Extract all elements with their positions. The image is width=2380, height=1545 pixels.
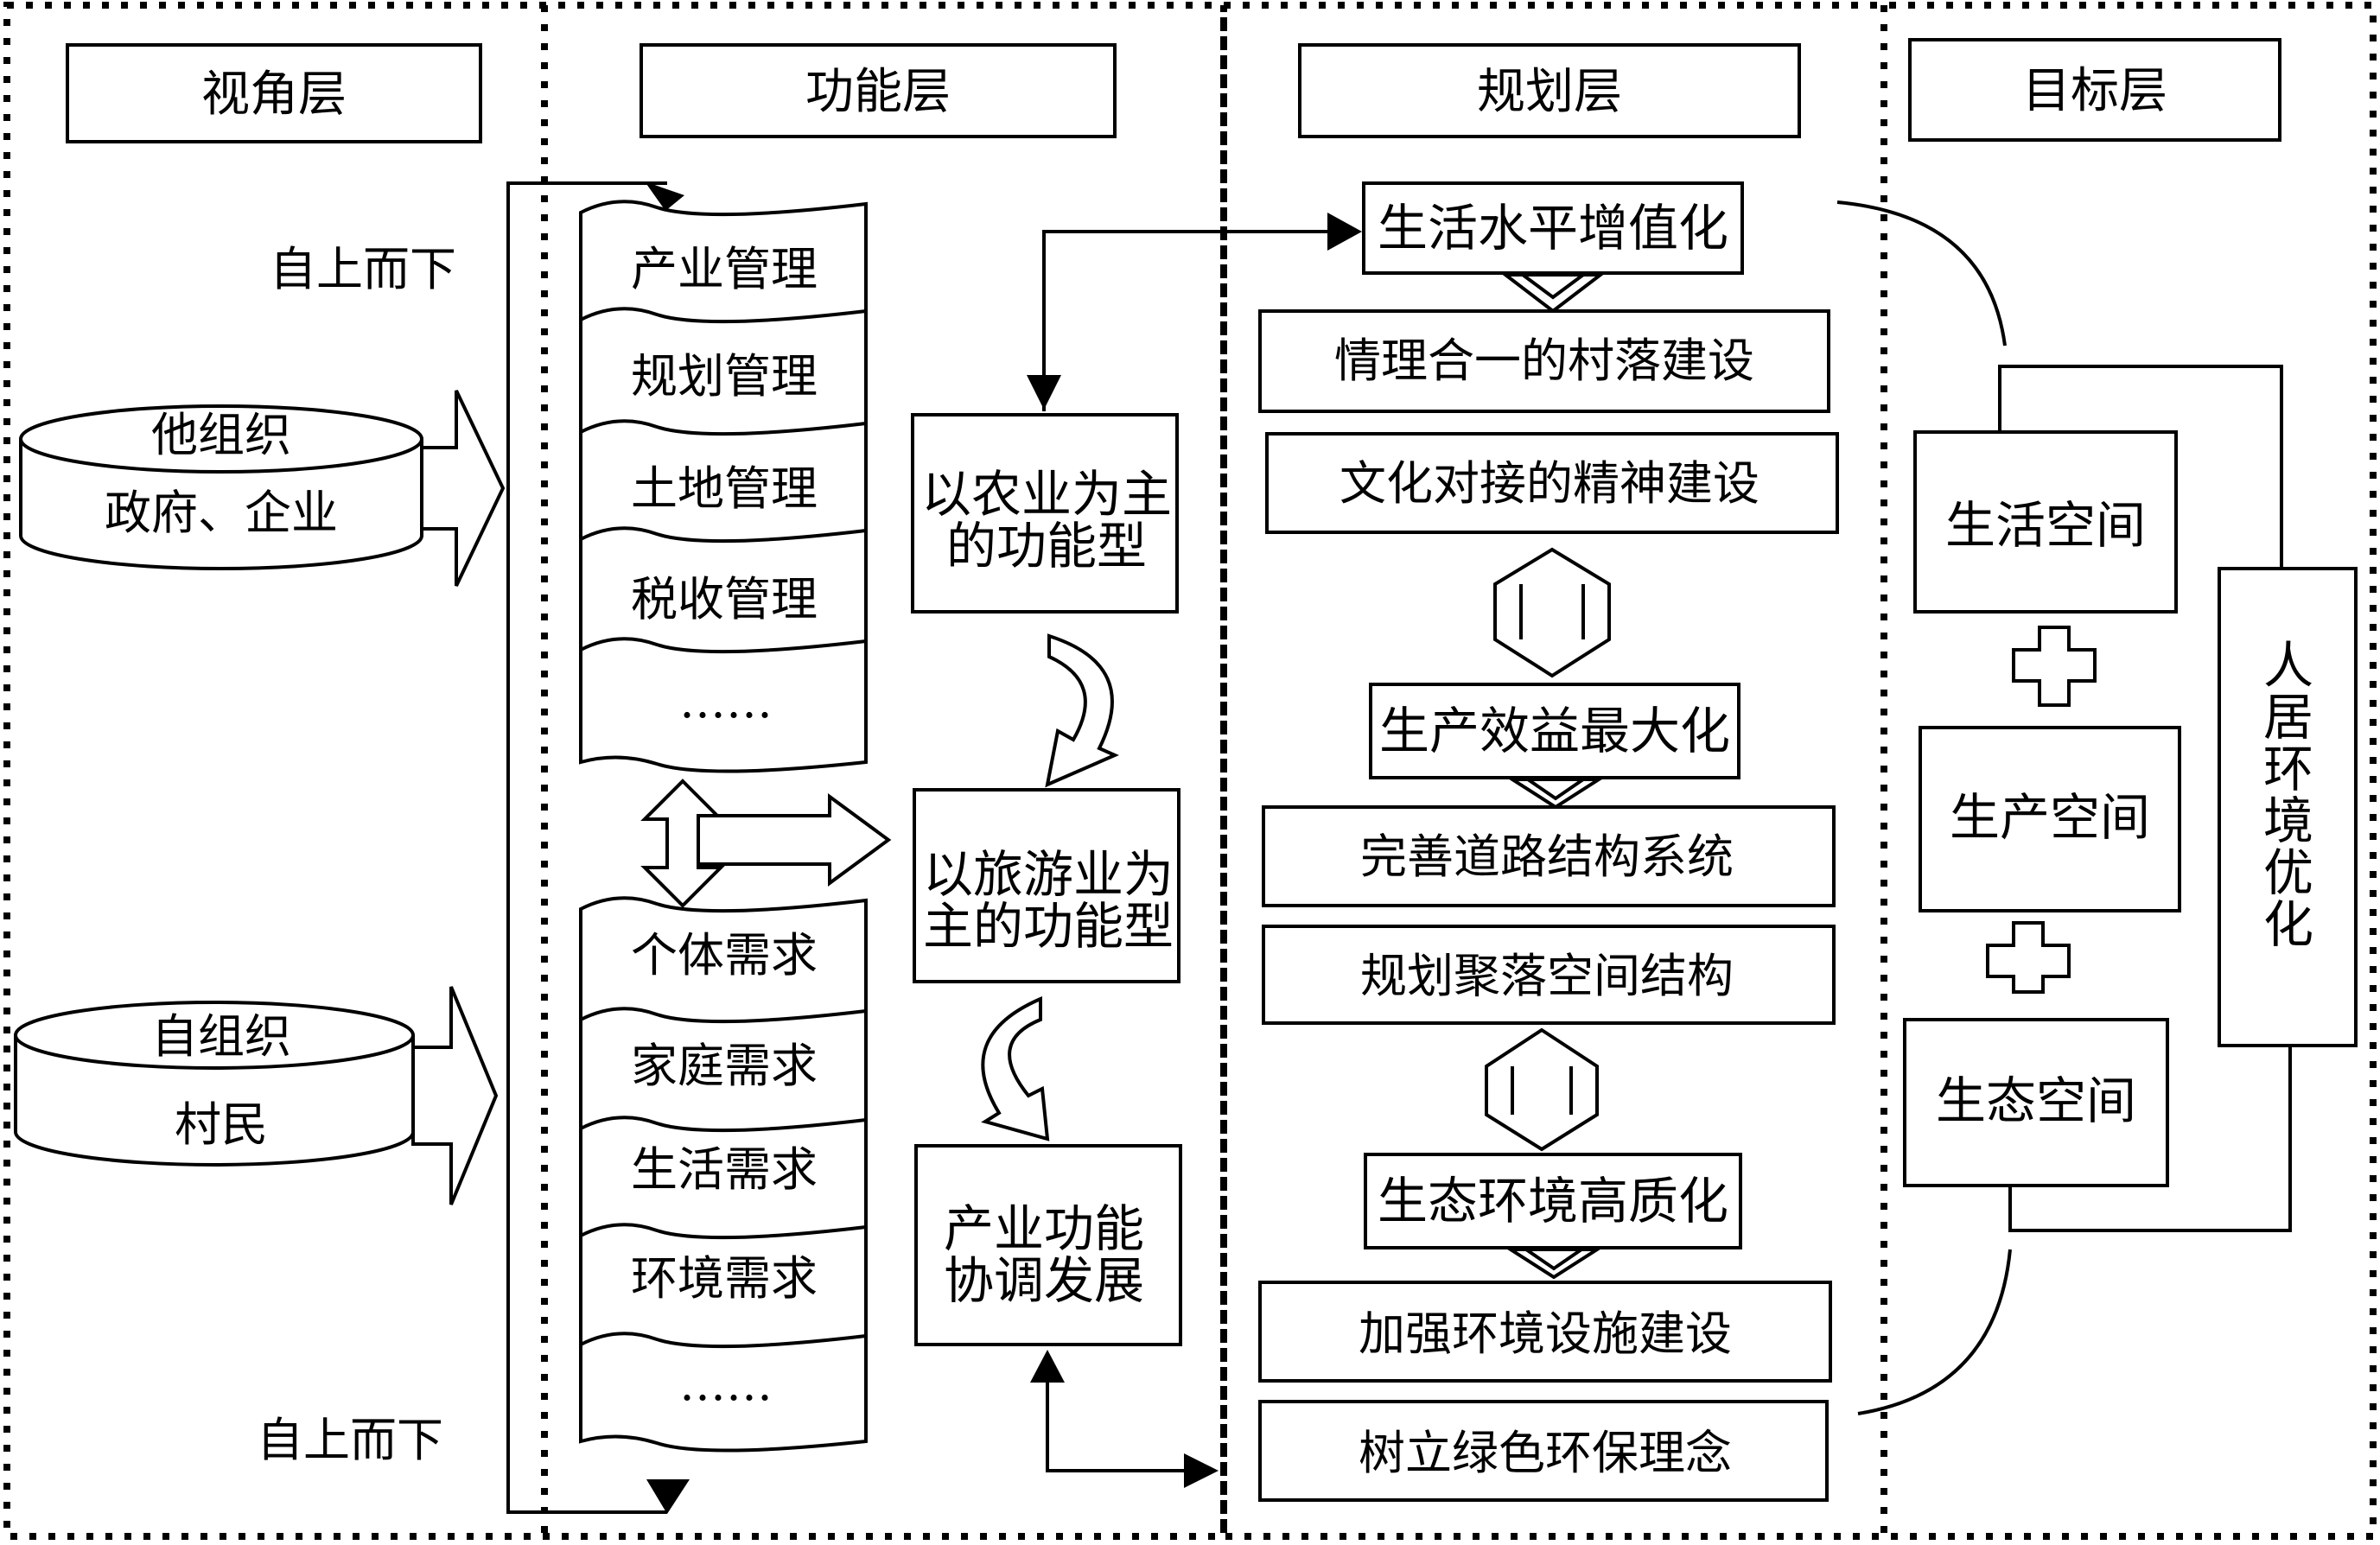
layer-header-planning: 规划层 (1298, 43, 1801, 138)
management-item: 产业管理 (631, 242, 818, 296)
curve-arrow-2 (981, 995, 1050, 1141)
planning-title-production: 生产效益最大化 (1379, 702, 1730, 760)
function-type-coordinated: 产业功能 协调发展 (914, 1144, 1182, 1346)
svg-text:主的功能型: 主的功能型 (923, 897, 1174, 956)
planning-item: 树立绿色环保理念 (1359, 1426, 1732, 1480)
svg-text:的功能型: 的功能型 (946, 517, 1147, 575)
lists-connector-arrows (640, 779, 892, 908)
svg-text:生活空间: 生活空间 (1945, 496, 2146, 555)
chevron-down-icon (1505, 1248, 1603, 1280)
function-planning-connectors (1027, 213, 1362, 1488)
planning-title-ecology: 生态环境高质化 (1378, 1172, 1728, 1230)
outcome-char: 人 (2263, 636, 2313, 695)
svg-text:生产空间: 生产空间 (1950, 788, 2150, 847)
self-org-members: 村民 (175, 1097, 268, 1152)
outcome-char: 优 (2263, 843, 2313, 902)
layer-title-function: 功能层 (805, 64, 951, 120)
management-list: 产业管理 规划管理 土地管理 税收管理 …… (579, 200, 868, 773)
management-item: 规划管理 (631, 349, 818, 404)
layer-borders (3, 2, 2377, 1540)
planning-item: 加强环境设施建设 (1359, 1307, 1732, 1361)
flow-bracket (506, 181, 690, 1514)
layer-header-goal: 目标层 (1908, 38, 2281, 142)
planning-group-ecology: 生态环境高质化 加强环境设施建设 树立绿色环保理念 (1258, 1153, 1832, 1502)
outcome-char: 居 (2263, 688, 2313, 747)
chevron-down-icon (1500, 273, 1606, 314)
plus-icon (1986, 921, 2071, 994)
function-type-tourism: 以旅游业为 主的功能型 (913, 788, 1180, 983)
self-org-title: 自组织 (151, 1009, 291, 1064)
needs-item: 家庭需求 (631, 1039, 818, 1093)
curve-arrow-1 (1045, 633, 1119, 788)
top-down-label-bottom: 自上而下 (257, 1413, 443, 1467)
double-arrow-2 (1485, 1027, 1599, 1152)
needs-item: 环境需求 (631, 1251, 818, 1306)
outcome-char: 境 (2263, 792, 2313, 850)
management-item: …… (679, 674, 773, 728)
layer-header-function: 功能层 (640, 43, 1117, 138)
top-down-label-top: 自上而下 (270, 242, 456, 296)
svg-text:协调发展: 协调发展 (944, 1251, 1144, 1310)
planning-item: 文化对接的精神建设 (1340, 456, 1760, 511)
planning-item: 规划聚落空间结构 (1360, 949, 1734, 1003)
function-type-agriculture: 以农业为主 的功能型 (911, 413, 1179, 614)
outcome-char: 化 (2263, 895, 2313, 954)
other-organization-cylinder: 他组织 政府、企业 (19, 404, 423, 570)
outcome-char: 环 (2263, 740, 2313, 798)
planning-item: 完善道路结构系统 (1360, 830, 1734, 884)
goal-links (1836, 200, 2292, 1415)
chevron-down-icon (1506, 778, 1605, 810)
self-org-arrow (411, 986, 499, 1205)
planning-group-living: 生活水平增值化 情理合一的村落建设 文化对接的精神建设 (1258, 181, 1839, 534)
space-living: 生活空间 (1913, 430, 2178, 614)
planning-title-living: 生活水平增值化 (1378, 199, 1728, 258)
other-org-title: 他组织 (151, 408, 291, 462)
layer-title-goal: 目标层 (2022, 63, 2167, 119)
double-arrow-1-inner (1521, 584, 1583, 639)
layer-title-perspective: 视角层 (201, 67, 347, 123)
needs-item: 生活需求 (631, 1142, 818, 1197)
needs-item: 个体需求 (631, 928, 818, 982)
self-organization-cylinder: 自组织 村民 (14, 1001, 415, 1167)
needs-list: 个体需求 家庭需求 生活需求 环境需求 …… (579, 896, 868, 1453)
management-item: 税收管理 (631, 572, 818, 626)
svg-text:产业功能: 产业功能 (944, 1199, 1144, 1258)
planning-group-production: 生产效益最大化 完善道路结构系统 规划聚落空间结构 (1262, 683, 1836, 1025)
svg-text:生态空间: 生态空间 (1936, 1071, 2136, 1130)
outcome-label: 人居环境优化 (2263, 636, 2313, 954)
plus-icon (2012, 626, 2097, 707)
svg-text:以农业为主: 以农业为主 (921, 465, 1172, 524)
planning-item: 情理合一的村落建设 (1334, 334, 1754, 388)
svg-text:以旅游业为: 以旅游业为 (923, 845, 1174, 904)
other-org-members: 政府、企业 (105, 486, 338, 540)
needs-item: …… (679, 1357, 773, 1411)
layer-header-perspective: 视角层 (66, 43, 482, 143)
layer-title-planning: 规划层 (1477, 64, 1622, 120)
space-production: 生产空间 (1919, 726, 2181, 912)
management-item: 土地管理 (631, 461, 818, 516)
outcome-box: 人居环境优化 (2218, 567, 2358, 1047)
space-ecology: 生态空间 (1903, 1018, 2169, 1187)
other-org-arrow (420, 390, 506, 587)
